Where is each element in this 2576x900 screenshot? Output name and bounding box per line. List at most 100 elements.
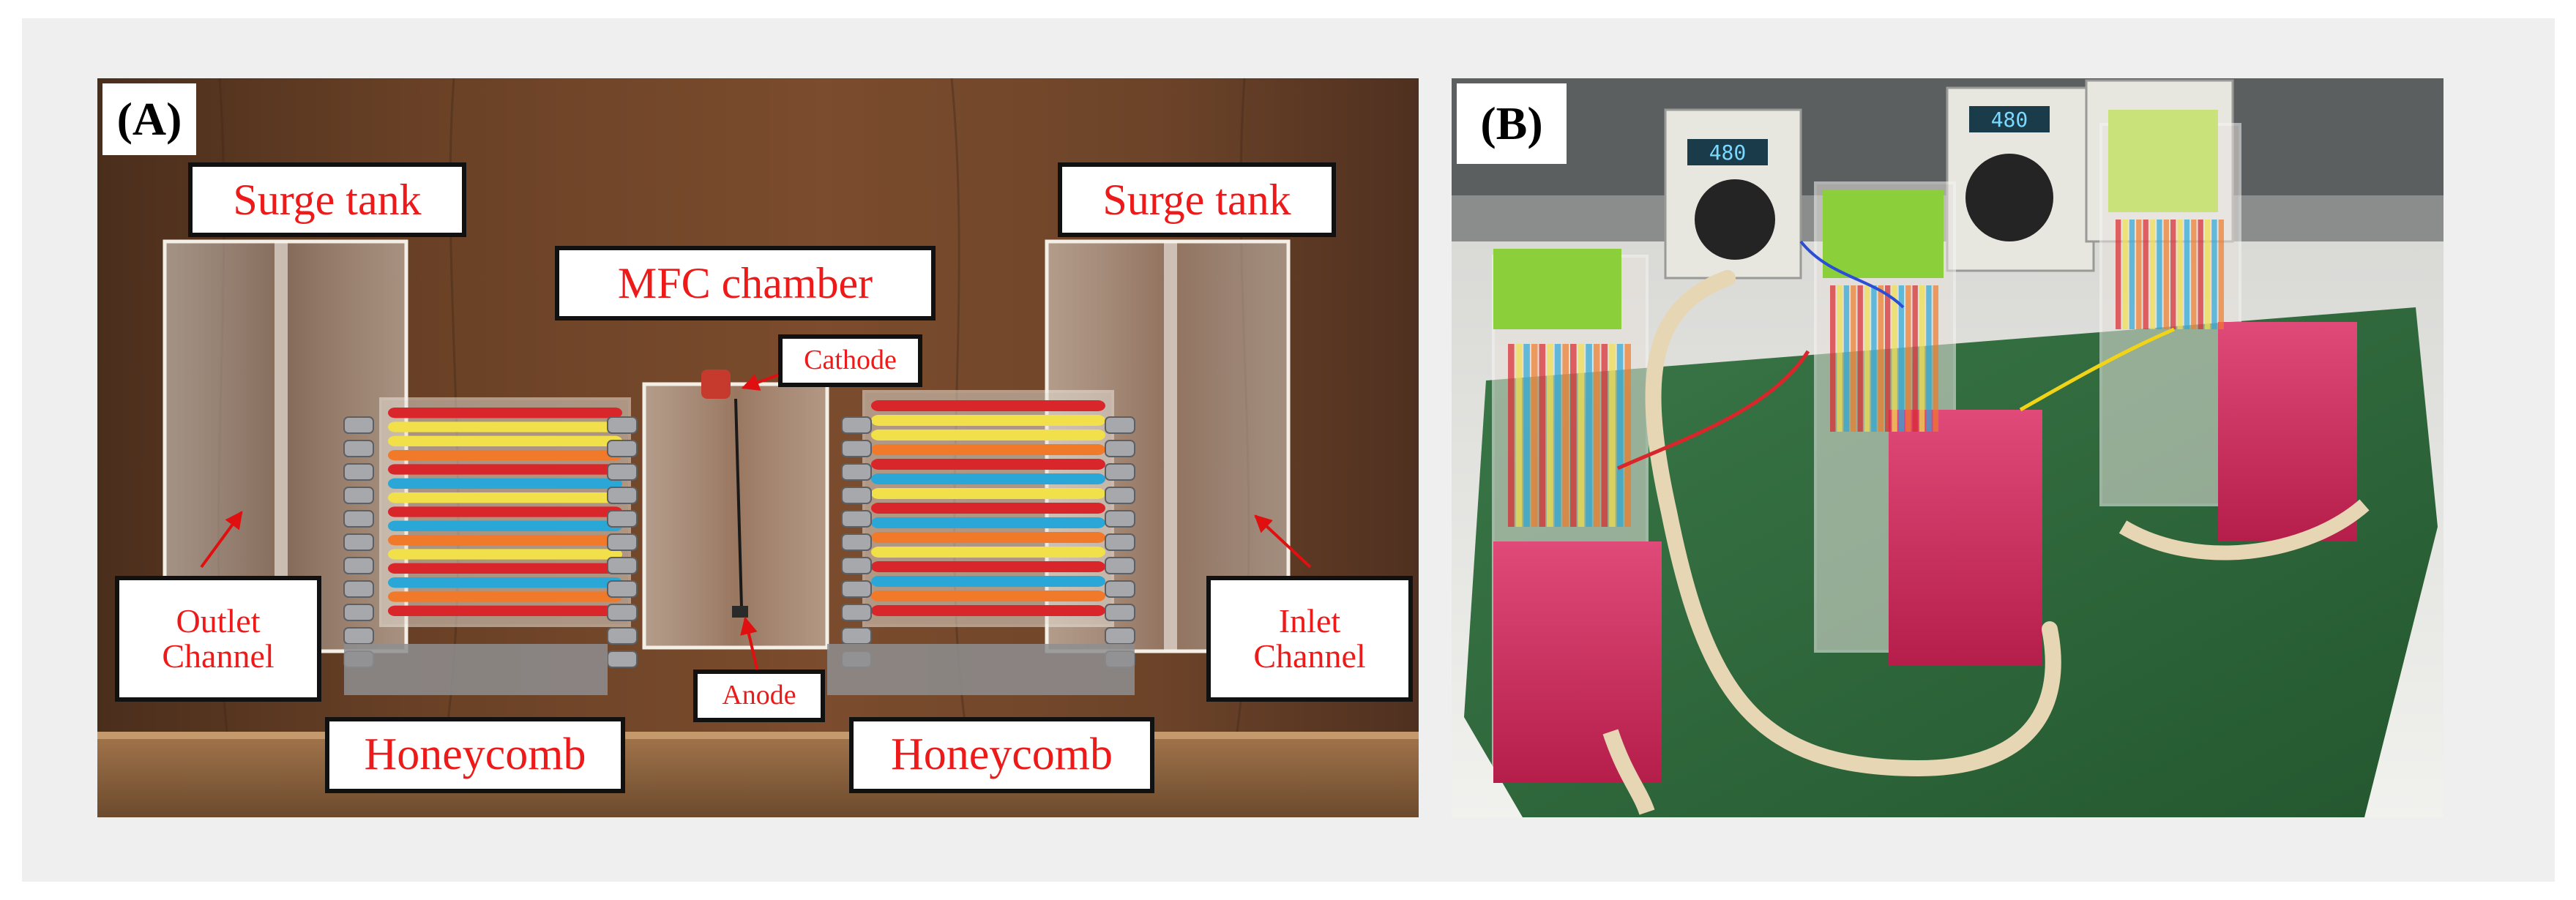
honeycomb-left-block [379,397,631,627]
straw [1857,285,1863,432]
bolt [1105,463,1135,481]
base-bolts-left [344,644,608,695]
bolt [607,440,638,457]
straw [871,532,1105,543]
straw [2116,220,2121,329]
label-surge-tank-left: Surge tank [188,162,466,237]
bolt [1105,510,1135,528]
straw [2184,220,2190,329]
bolt [1105,440,1135,457]
bolt [607,487,638,504]
straw [388,421,622,432]
straw [1843,285,1850,432]
bolt [841,604,872,621]
bolt [841,627,872,645]
straw [1912,285,1918,432]
bolt [607,580,638,598]
straw [2122,220,2128,329]
straw [2149,220,2156,329]
straw [2218,220,2224,329]
bolt [841,440,872,457]
straw [871,547,1105,558]
label-mfc-chamber: MFC chamber [555,246,936,320]
bolt [841,533,872,551]
bolt [343,440,374,457]
straw [388,450,622,461]
straw [388,549,622,560]
straw [1523,344,1530,527]
straw [1830,285,1836,432]
straw [1554,344,1561,527]
straw [1539,344,1546,527]
peristaltic-pump-1: 480 [1664,108,1802,280]
straw [1570,344,1577,527]
arrow-anode [740,616,759,672]
bolt [343,604,374,621]
silicone-tube-1 [1645,270,2061,777]
bolt [607,557,638,574]
straw [871,605,1105,616]
straw [2191,220,2197,329]
straw [2163,220,2169,329]
bolt [343,580,374,598]
straw [2136,220,2142,329]
bolt [607,604,638,621]
bolt [607,463,638,481]
straw [1601,344,1608,527]
surge-tank-left-divider [275,241,288,651]
straw [388,605,622,616]
bolt [1105,487,1135,504]
straw [388,492,622,503]
straw [1933,285,1938,432]
shelf-edge [97,732,1419,739]
bolt [343,510,374,528]
straw [2129,220,2135,329]
label-honeycomb-left: Honeycomb [325,717,625,793]
straw [388,506,622,517]
straw [388,435,622,446]
bolt [841,580,872,598]
straw [2211,220,2217,329]
straw [871,400,1105,411]
straw [1885,285,1891,432]
label-inlet-channel: Inlet Channel [1206,576,1413,702]
straw [388,577,622,588]
straw [871,459,1105,470]
base-bolts-right [827,644,1135,695]
wire-red [1616,350,1810,470]
bolt [343,487,374,504]
bolt [343,533,374,551]
bolt [343,557,374,574]
label-honeycomb-right: Honeycomb [849,717,1154,793]
pump-1-display: 480 [1709,140,1747,165]
straw [1871,285,1877,432]
panel-a-tag: (A) [102,83,196,155]
bolt [607,416,638,434]
straw [1508,344,1515,527]
straw [1578,344,1585,527]
cathode-cap [701,370,731,399]
label-surge-tank-right: Surge tank [1058,162,1336,237]
straw [1919,285,1925,432]
straw [1878,285,1884,432]
bolt [841,510,872,528]
straw [871,517,1105,528]
straw [2170,220,2176,329]
straw [388,520,622,531]
pump-2-display: 480 [1991,108,2028,132]
arrow-inlet [1254,514,1312,569]
bolt [607,650,638,668]
bolt [841,487,872,504]
straw [2198,220,2203,329]
bolt [1105,557,1135,574]
bolt [607,510,638,528]
straw [2143,220,2148,329]
straw [1851,285,1856,432]
straw [1624,344,1631,527]
straw [388,478,622,489]
arrow-outlet [200,511,243,569]
straw [871,415,1105,426]
silicone-tube-2 [1602,729,1655,815]
bolt [1105,533,1135,551]
